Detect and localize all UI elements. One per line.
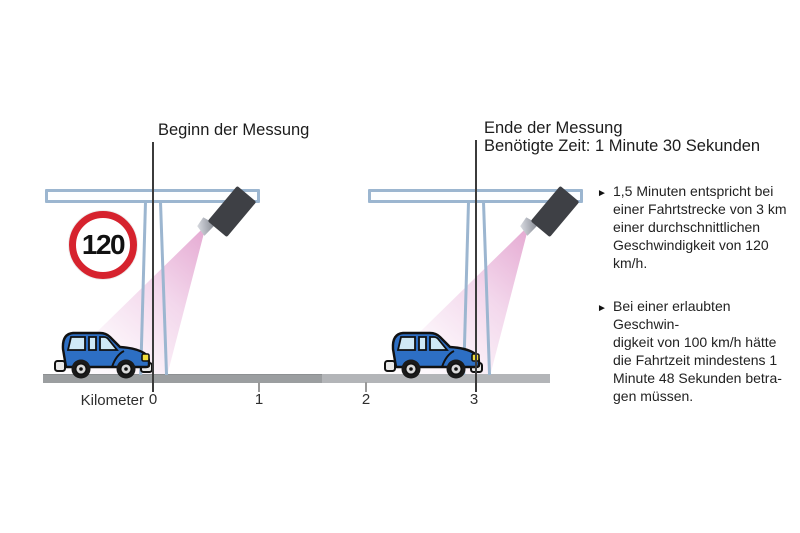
- note-line: 1,5 Minuten entspricht bei: [613, 183, 774, 199]
- end-label-line1: Ende der Messung: [484, 119, 623, 137]
- note-line: Minute 48 Sekunden betra-: [613, 370, 782, 386]
- km-label-1: 1: [254, 391, 264, 408]
- bullet-arrow-icon: ►: [597, 188, 607, 199]
- note-line: einer durchschnittlichen: [613, 219, 761, 235]
- note-allowed-speed: ► Bei einer erlaubten Geschwin- digkeit …: [597, 297, 797, 405]
- km-tick-1: [258, 382, 260, 392]
- note-line: Bei einer erlaubten Geschwin-: [613, 298, 731, 332]
- end-of-measurement-label: Ende der Messung Benötigte Zeit: 1 Minut…: [484, 119, 760, 155]
- note-line: einer Fahrtstrecke von 3 km: [613, 201, 787, 217]
- note-line: digkeit von 100 km/h hätte: [613, 334, 777, 350]
- speed-limit-120-sign: 120: [69, 211, 137, 279]
- road: [43, 374, 550, 383]
- end-label-line2: Benötigte Zeit: 1 Minute 30 Sekunden: [484, 137, 761, 155]
- road-light-segment: [322, 374, 550, 383]
- note-line: die Fahrtzeit mindestens 1: [613, 352, 778, 368]
- km-label-0: 0: [148, 391, 158, 408]
- note-line: Geschwindigkeit von 120: [613, 237, 769, 253]
- car-icon-end: [384, 331, 483, 379]
- note-average-speed: ► 1,5 Minuten entspricht bei einer Fahrt…: [597, 182, 797, 272]
- measurement-end-line: [475, 140, 477, 392]
- km-label-2: 2: [361, 391, 371, 408]
- km-tick-2: [365, 382, 367, 392]
- note-line: gen müssen.: [613, 388, 694, 404]
- note-line: km/h.: [613, 255, 648, 271]
- axis-label-kilometer: Kilometer: [80, 392, 144, 409]
- bullet-arrow-icon: ►: [597, 303, 607, 314]
- car-icon-start: [54, 331, 153, 379]
- speed-sign-value: 120: [81, 229, 126, 260]
- measurement-start-line: [152, 142, 154, 392]
- start-of-measurement-label: Beginn der Messung: [158, 121, 310, 139]
- km-label-3: 3: [469, 391, 479, 408]
